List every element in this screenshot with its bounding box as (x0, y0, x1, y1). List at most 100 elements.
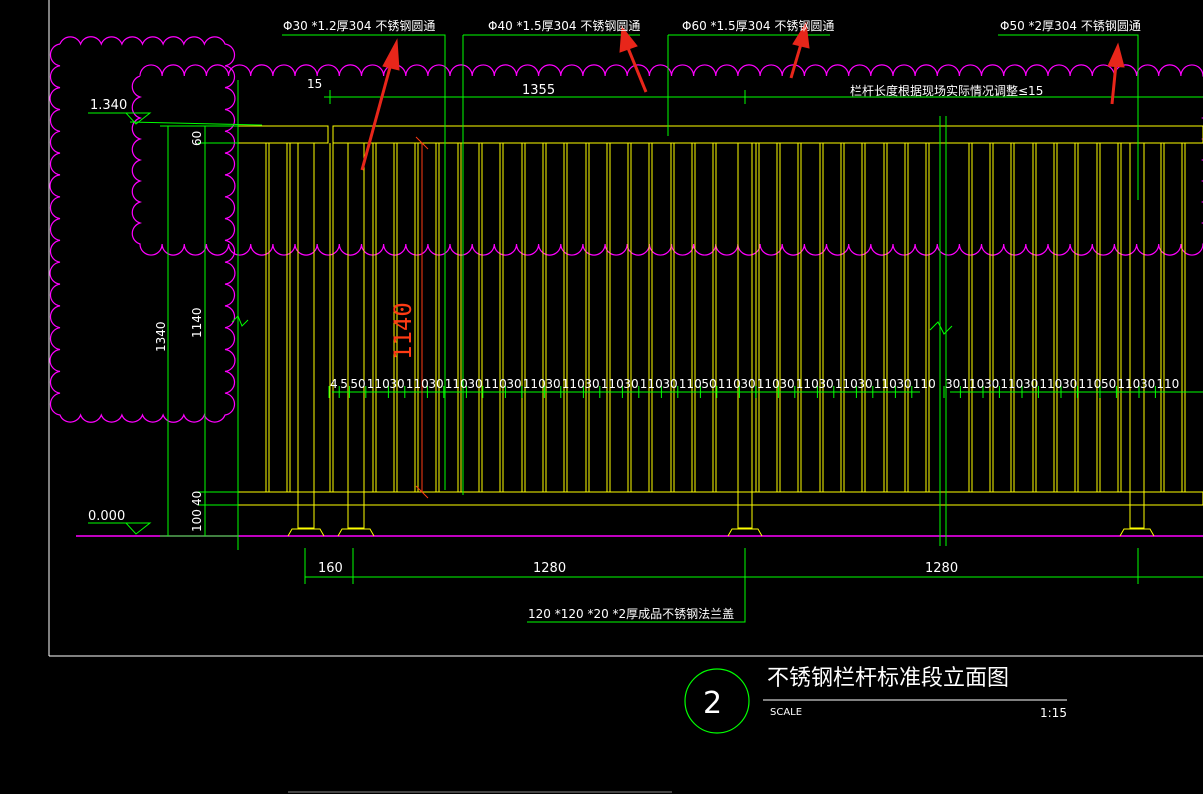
baluster (840, 143, 845, 492)
handrail-main (332, 125, 1203, 144)
level-markers (88, 112, 263, 535)
baluster (648, 143, 653, 492)
baluster (1053, 143, 1058, 492)
spacing-dim-label: 110 (961, 377, 984, 391)
title-block: 2 不锈钢栏杆标准段立面图 SCALE 1:15 (684, 666, 1067, 734)
baluster (435, 143, 440, 492)
baluster (329, 143, 334, 492)
baluster (414, 143, 419, 492)
spacing-dim-label: 30 (857, 377, 872, 391)
baluster (1032, 143, 1037, 492)
baluster (819, 143, 824, 492)
label-flange: 120 *120 *20 *2厚成品不锈钢法兰盖 (528, 607, 734, 621)
baluster (478, 143, 483, 492)
spacing-dim-label: 30 (984, 377, 999, 391)
spacing-dim-label: 4 (330, 377, 338, 391)
baluster (755, 143, 760, 492)
label-pipe-30: Φ30 *1.2厚304 不锈钢圆通 (283, 19, 435, 33)
spacing-dim-label: 30 (428, 377, 443, 391)
spacing-dim-label: 30 (896, 377, 911, 391)
baluster (1010, 143, 1015, 492)
baluster (797, 143, 802, 492)
baluster (393, 143, 398, 492)
baluster (968, 143, 973, 492)
spacing-dim-label: 30 (1062, 377, 1077, 391)
spacing-dim-label: 30 (623, 377, 638, 391)
baluster (542, 143, 547, 492)
spacing-dim-label: 30 (740, 377, 755, 391)
scale-label: SCALE (770, 707, 802, 718)
red-dimension (415, 136, 429, 499)
annotation-arrows (360, 21, 1125, 171)
spacing-dim-label: 30 (389, 377, 404, 391)
spacing-dim-label: 110 (640, 377, 663, 391)
spacing-dim-label: 30 (945, 377, 960, 391)
baluster (861, 143, 866, 492)
spacing-dim-label: 110 (1117, 377, 1140, 391)
spacing-dim-label: 5 (340, 377, 348, 391)
spacing-dim-label: 110 (445, 377, 468, 391)
baluster (627, 143, 632, 492)
red-arrow-icon (619, 25, 648, 93)
baluster (776, 143, 781, 492)
post (337, 142, 375, 537)
spacing-dim-label: 110 (1039, 377, 1062, 391)
dim-160: 160 (318, 561, 343, 576)
spacing-dim-label: 110 (562, 377, 585, 391)
baluster (712, 143, 717, 492)
spacing-dim-label: 30 (779, 377, 794, 391)
detail-number-circle (684, 668, 750, 734)
dim-1140: 1140 (190, 307, 204, 338)
spacing-dim-label: 110 (796, 377, 819, 391)
revision-cloud-left (49, 36, 236, 423)
spacing-dim-label: 50 (1101, 377, 1116, 391)
spacing-dim-label: 30 (506, 377, 521, 391)
spacing-dim-label: 110 (757, 377, 780, 391)
label-length-note: 栏杆长度根据现场实际情况调整≤15 (850, 83, 1043, 98)
baluster (1074, 143, 1079, 492)
post (287, 142, 325, 537)
level-top: 1.340 (90, 98, 127, 113)
spacing-dim-label: 110 (406, 377, 429, 391)
detail-number: 2 (703, 686, 722, 721)
spacing-dimension-ticks (328, 386, 1156, 398)
post (727, 142, 763, 537)
baluster (372, 143, 377, 492)
spacing-dim-label: 30 (545, 377, 560, 391)
sheet-frame (48, 0, 1203, 793)
dim-1355: 1355 (522, 83, 555, 98)
label-pipe-40: Φ40 *1.5厚304 不锈钢圆通 (488, 19, 640, 33)
baluster (1117, 143, 1122, 492)
spacing-dim-label: 30 (1023, 377, 1038, 391)
spacing-dim-label: 30 (818, 377, 833, 391)
railing-elevation (237, 125, 1203, 537)
baluster (457, 143, 462, 492)
label-pipe-50: Φ50 *2厚304 不锈钢圆通 (1000, 19, 1141, 33)
spacing-dim-label: 110 (367, 377, 390, 391)
baluster (563, 143, 568, 492)
baluster (265, 143, 270, 492)
dim-40: 40 (190, 491, 204, 506)
baluster (904, 143, 909, 492)
red-arrow-icon (789, 21, 810, 79)
baluster (670, 143, 675, 492)
spacing-dim-label: 110 (874, 377, 897, 391)
red-arrow-icon (1107, 42, 1125, 105)
baluster (585, 143, 590, 492)
dim-60: 60 (190, 131, 204, 146)
level-ground: 0.000 (88, 509, 125, 524)
baluster (521, 143, 526, 492)
spacing-dim-label: 110 (601, 377, 624, 391)
spacing-dim-label: 30 (1140, 377, 1155, 391)
baluster (1181, 143, 1186, 492)
spacing-dim-label: 50 (350, 377, 365, 391)
post (1119, 142, 1155, 537)
spacing-dim-label: 30 (662, 377, 677, 391)
baluster (499, 143, 504, 492)
dim-red-1140: 1140 (389, 302, 417, 360)
baluster (606, 143, 611, 492)
break-lines (231, 80, 953, 550)
spacing-dim-label: 110 (484, 377, 507, 391)
spacing-dim-label: 30 (584, 377, 599, 391)
